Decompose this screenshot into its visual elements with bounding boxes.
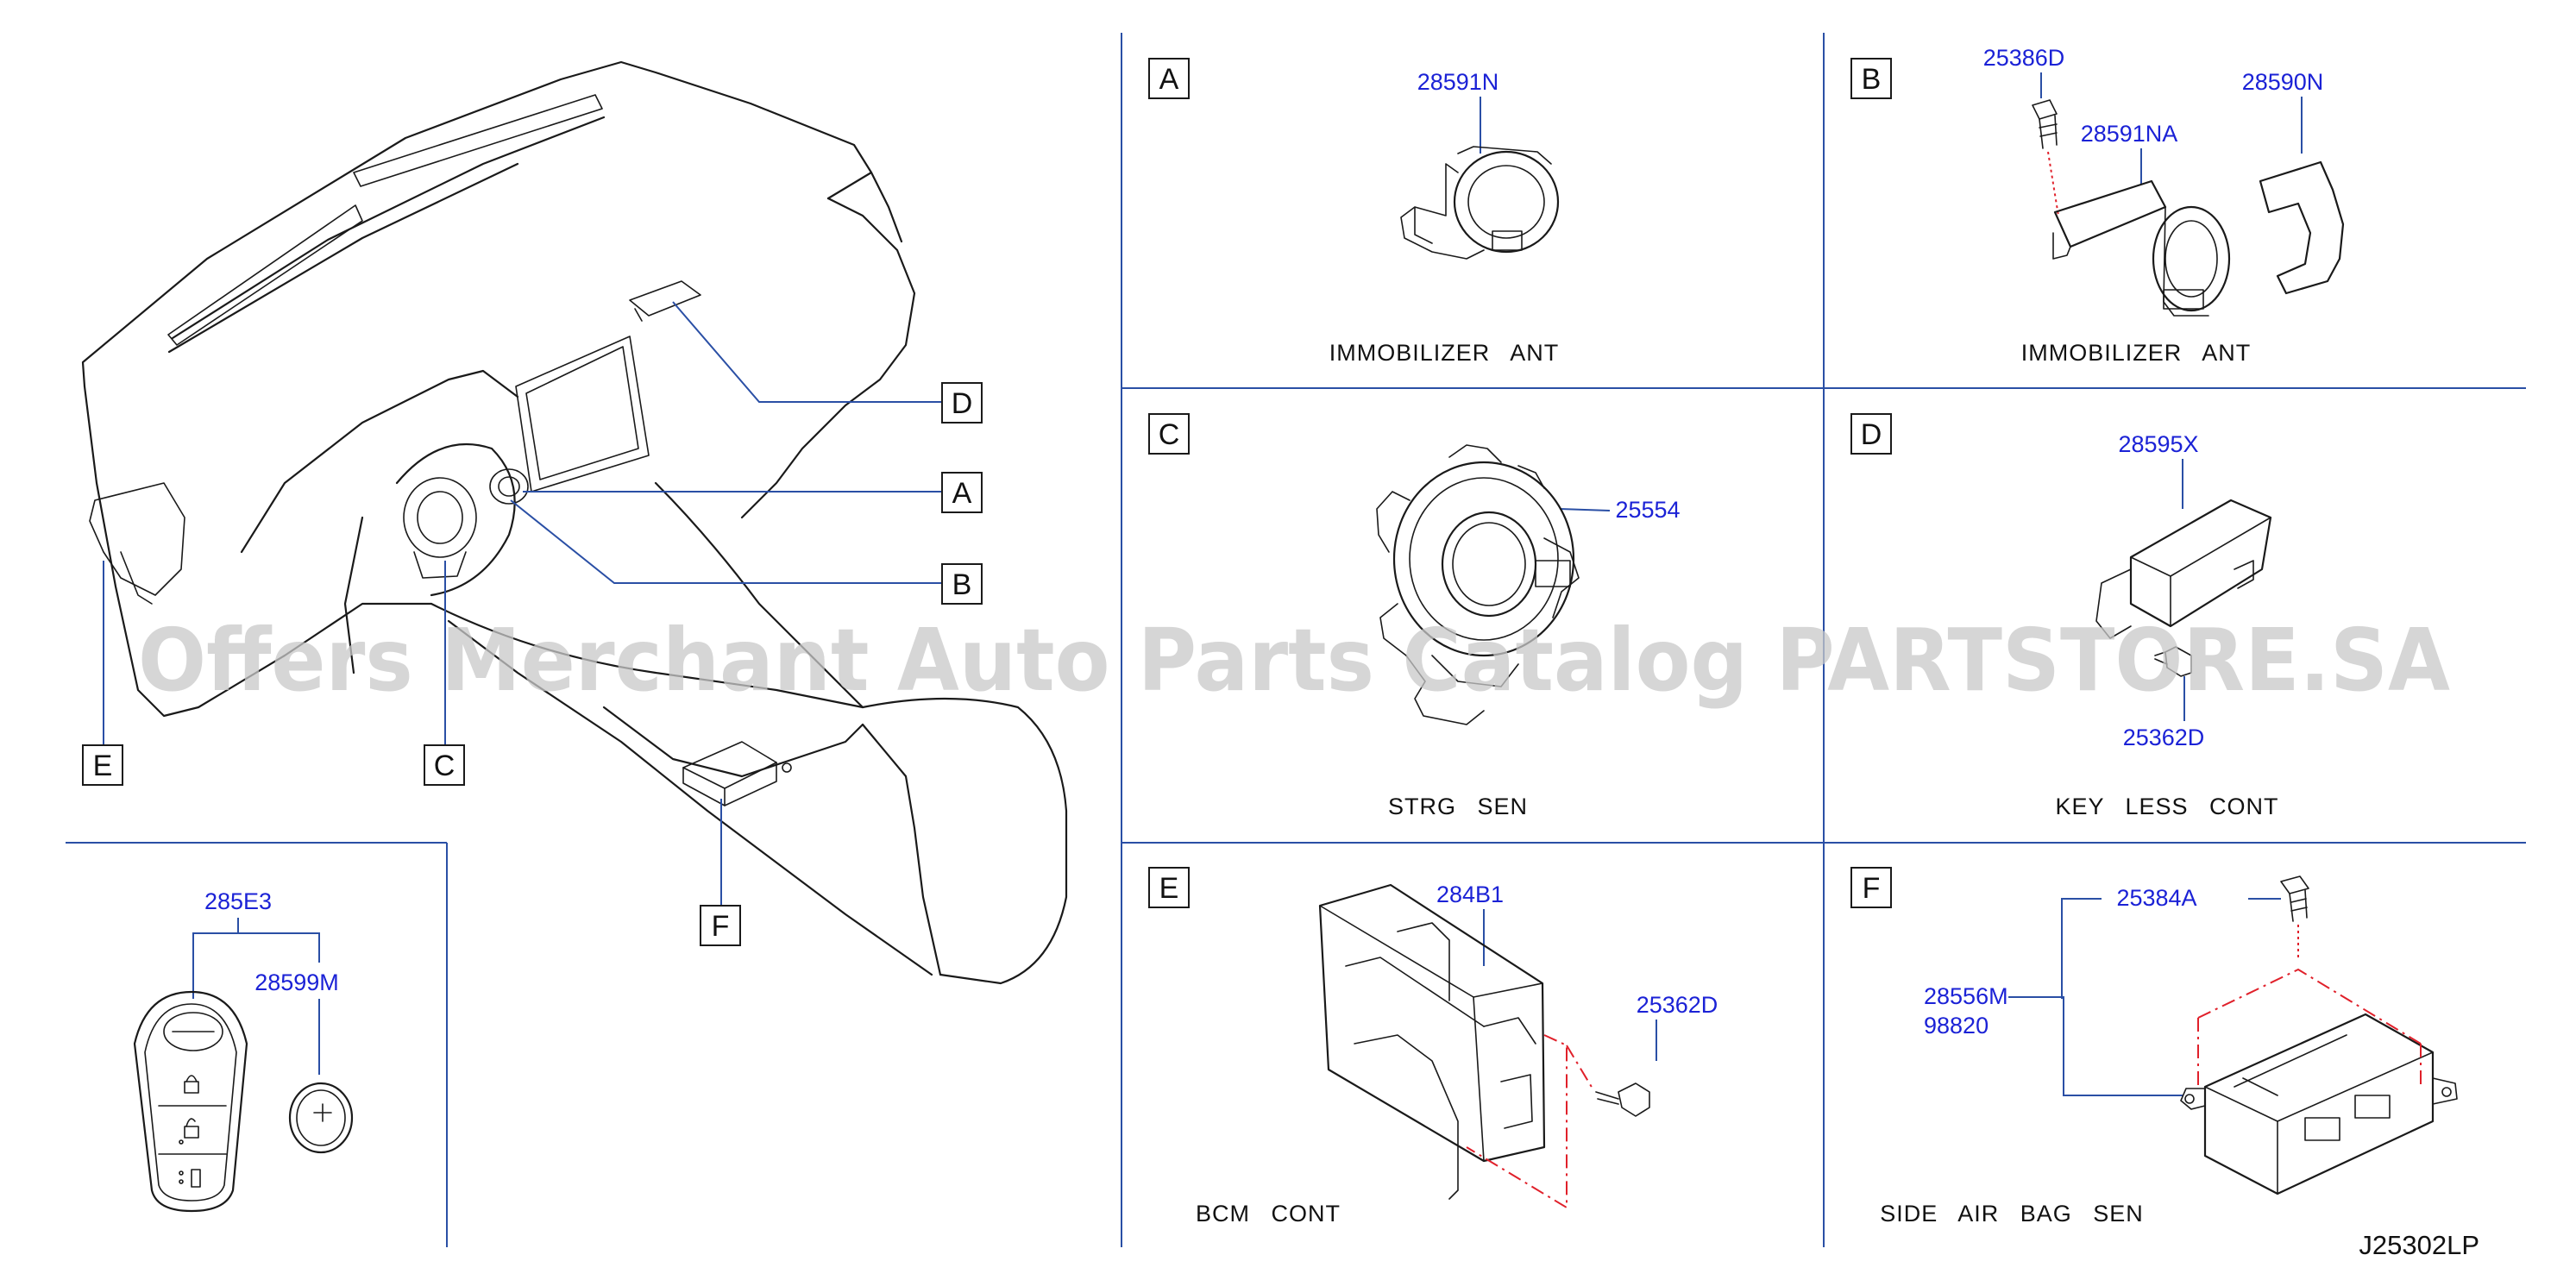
panel-letter: F bbox=[1863, 872, 1881, 905]
immobilizer-antenna-module-icon bbox=[2052, 179, 2231, 317]
steering-sensor-icon bbox=[1376, 444, 1580, 725]
part-number-28599M: 28599M bbox=[254, 969, 339, 995]
part-number-284B1: 284B1 bbox=[1436, 882, 1504, 907]
panel-C: C 25554 STRG SEN bbox=[1148, 413, 1681, 819]
overview-callout-E: E bbox=[82, 744, 123, 786]
caption: IMMOBILIZER ANT bbox=[2021, 340, 2252, 366]
screw-icon bbox=[1595, 1082, 1650, 1117]
overview-callout-B: B bbox=[941, 563, 983, 605]
smart-key-fob-icon bbox=[133, 990, 248, 1213]
keyless-control-unit-icon bbox=[2095, 499, 2272, 639]
panel-letter: E bbox=[1159, 872, 1179, 905]
dashboard-overview-drawing bbox=[81, 60, 1068, 985]
bcm-control-unit-icon bbox=[1318, 883, 1546, 1200]
immobilizer-antenna-icon bbox=[1400, 146, 1560, 260]
callout-label: A bbox=[952, 477, 972, 510]
part-number-285E3: 285E3 bbox=[204, 888, 272, 914]
panel-letter: A bbox=[1159, 63, 1179, 96]
watermark-text: Offers Merchant Auto Parts Catalog PARTS… bbox=[138, 610, 2450, 711]
part-number-28595X: 28595X bbox=[2118, 431, 2198, 457]
callout-label: B bbox=[952, 568, 972, 601]
part-number-25362D: 25362D bbox=[1637, 992, 1718, 1018]
panel-D: D 28595X 25362D KEY LESS CONT bbox=[1850, 413, 2278, 819]
part-number-28556M: 28556M bbox=[1924, 983, 2008, 1009]
panel-F: F 25384A 28556M 98820 bbox=[1850, 867, 2458, 1227]
part-number-28591N: 28591N bbox=[1417, 69, 1499, 95]
callout-label: E bbox=[93, 750, 113, 782]
panel-B: B 25386D 28591NA 28590N IMMOBILIZER ANT bbox=[1850, 45, 2345, 366]
caption: STRG SEN bbox=[1388, 794, 1528, 819]
panel-letter: C bbox=[1159, 418, 1180, 451]
part-number-25362D: 25362D bbox=[2123, 725, 2205, 750]
part-number-25384A: 25384A bbox=[2116, 885, 2196, 911]
coin-battery-icon bbox=[288, 1082, 354, 1154]
panel-dividers bbox=[66, 33, 2526, 1247]
caption: KEY LESS CONT bbox=[2055, 794, 2278, 819]
diagram-id: J25302LP bbox=[2359, 1230, 2479, 1260]
panel-E: E 284B1 25362D BCM CONT bbox=[1148, 867, 1718, 1227]
overview-callout-C: C bbox=[424, 744, 465, 786]
callout-label: D bbox=[952, 387, 973, 420]
panel-letter: B bbox=[1862, 63, 1882, 96]
overview-callout-F: F bbox=[700, 905, 741, 946]
overview-callout-D: D bbox=[941, 382, 983, 424]
panel-A: A 28591N IMMOBILIZER ANT bbox=[1148, 58, 1560, 366]
caption: IMMOBILIZER ANT bbox=[1329, 340, 1560, 366]
caption: SIDE AIR BAG SEN bbox=[1880, 1201, 2144, 1227]
key-fob-group: 285E3 28599M bbox=[133, 888, 354, 1213]
antenna-cover-icon bbox=[2259, 160, 2345, 295]
caption: BCM CONT bbox=[1196, 1201, 1341, 1227]
bolt-icon bbox=[2032, 99, 2058, 149]
part-number-28590N: 28590N bbox=[2242, 69, 2324, 95]
panel-letter: D bbox=[1861, 418, 1882, 451]
part-number-25386D: 25386D bbox=[1983, 45, 2065, 71]
screw-icon bbox=[2154, 646, 2192, 677]
bolt-icon bbox=[2280, 875, 2309, 922]
overview-leader-lines bbox=[103, 301, 942, 906]
callout-label: F bbox=[712, 910, 730, 943]
part-number-28591NA: 28591NA bbox=[2081, 121, 2178, 147]
part-number-98820: 98820 bbox=[1924, 1013, 1989, 1038]
overview-callout-A: A bbox=[941, 472, 983, 513]
callout-label: C bbox=[434, 750, 456, 782]
part-number-25554: 25554 bbox=[1615, 497, 1680, 523]
side-airbag-sensor-icon bbox=[2180, 1013, 2458, 1195]
